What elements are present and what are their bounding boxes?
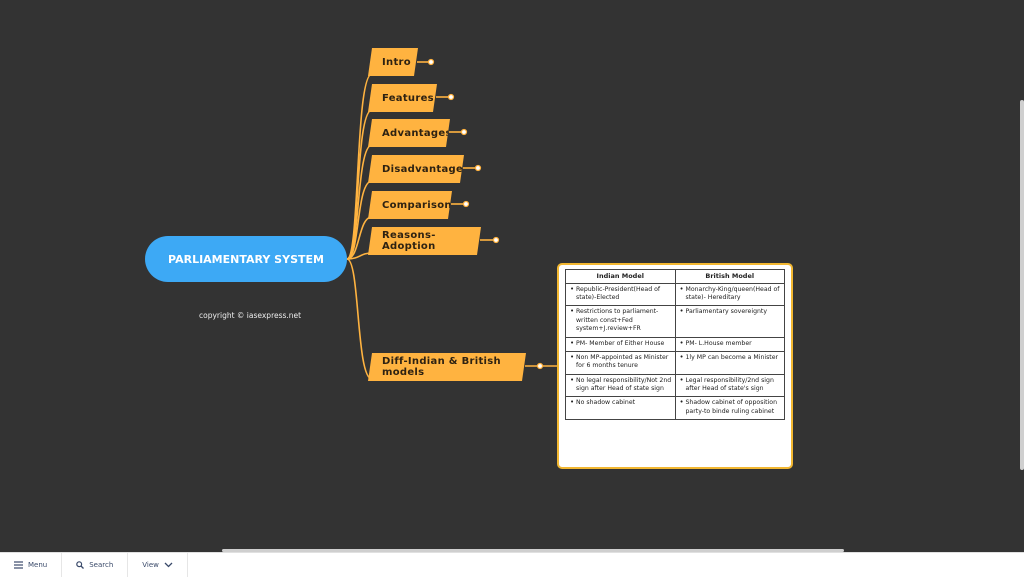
table-cell: Non MP-appointed as Minister for 6 month… bbox=[565, 350, 676, 375]
view-dropdown-label: View bbox=[142, 561, 159, 569]
menu-button[interactable]: Menu bbox=[0, 553, 63, 577]
collapse-dot-features bbox=[447, 93, 455, 101]
mindmap-canvas[interactable]: PARLIAMENTARY SYSTEM copyright © iasexpr… bbox=[0, 0, 1024, 552]
table-cell: Monarchy-King/queen(Head of state)- Here… bbox=[674, 282, 785, 307]
connector-disadvantages bbox=[346, 180, 373, 260]
table-cell: Shadow cabinet of opposition party-to bi… bbox=[674, 396, 785, 421]
branch-label: Features bbox=[382, 92, 434, 104]
table-cell: PM- Member of Either House bbox=[565, 336, 676, 352]
branch-label: Comparison bbox=[382, 199, 452, 211]
root-topic-label: PARLIAMENTARY SYSTEM bbox=[168, 252, 324, 266]
connector-diff bbox=[346, 258, 373, 380]
table-row: No legal responsibility/Not 2nd sign aft… bbox=[565, 373, 785, 398]
branch-disadvantages[interactable]: Disadvantages bbox=[368, 155, 464, 183]
branch-features[interactable]: Features bbox=[368, 84, 437, 112]
table-header-indian: Indian Model bbox=[565, 269, 676, 284]
vertical-scrollbar[interactable] bbox=[1020, 100, 1024, 470]
table-cell: Restrictions to parliament-written const… bbox=[565, 305, 676, 338]
table-cell: Republic-President(Head of state)-Electe… bbox=[565, 282, 676, 307]
table-cell: Parliamentary sovereignty bbox=[674, 305, 785, 338]
bottom-toolbar: Menu Search View bbox=[0, 552, 1024, 577]
horizontal-scrollbar[interactable] bbox=[222, 549, 844, 552]
branch-reasons-adoption[interactable]: Reasons-Adoption bbox=[368, 227, 481, 255]
table-cell: Legal responsibility/2nd sign after Head… bbox=[674, 373, 785, 398]
connector-advantages bbox=[346, 144, 373, 260]
table-row: PM- Member of Either House PM- L.House m… bbox=[565, 336, 785, 352]
branch-diff-indian-british[interactable]: Diff-Indian & British models bbox=[368, 353, 526, 381]
collapse-dot-intro bbox=[427, 58, 435, 66]
collapse-dot-advantages bbox=[460, 128, 468, 136]
branch-advantages[interactable]: Advantages bbox=[368, 119, 450, 147]
search-button[interactable]: Search bbox=[62, 553, 129, 577]
collapse-dot-diff bbox=[536, 362, 544, 370]
branch-label: Reasons-Adoption bbox=[382, 230, 436, 252]
hamburger-menu-icon bbox=[14, 561, 23, 569]
table-row: Republic-President(Head of state)-Electe… bbox=[565, 282, 785, 307]
table-header-row: Indian Model British Model bbox=[565, 269, 785, 284]
table-row: No shadow cabinet Shadow cabinet of oppo… bbox=[565, 396, 785, 421]
branch-intro[interactable]: Intro bbox=[368, 48, 418, 76]
collapse-dot-disadvantages bbox=[474, 164, 482, 172]
collapse-dot-comparison bbox=[462, 200, 470, 208]
table-header-british: British Model bbox=[674, 269, 785, 284]
copyright-text: copyright © iasexpress.net bbox=[199, 311, 302, 320]
branch-label: Intro bbox=[382, 56, 411, 68]
branch-comparison[interactable]: Comparison bbox=[368, 191, 452, 219]
menu-button-label: Menu bbox=[28, 561, 48, 569]
branch-label: Advantages bbox=[382, 127, 452, 139]
table-row: Non MP-appointed as Minister for 6 month… bbox=[565, 350, 785, 375]
search-icon bbox=[76, 561, 85, 569]
branch-label: Diff-Indian & British models bbox=[382, 356, 501, 378]
chevron-down-icon bbox=[164, 562, 173, 568]
table-cell: PM- L.House member bbox=[674, 336, 785, 352]
collapse-dot-reasons bbox=[492, 236, 500, 244]
search-button-label: Search bbox=[89, 561, 114, 569]
table-cell: No shadow cabinet bbox=[565, 396, 676, 421]
root-topic[interactable]: PARLIAMENTARY SYSTEM bbox=[145, 236, 347, 282]
branch-connectors bbox=[346, 58, 557, 380]
table-cell: 1ly MP can become a Minister bbox=[674, 350, 785, 375]
table-row: Restrictions to parliament-written const… bbox=[565, 305, 785, 338]
comparison-table: Indian Model British Model Republic-Pres… bbox=[565, 269, 785, 421]
view-dropdown[interactable]: View bbox=[128, 553, 188, 577]
branch-label: Disadvantages bbox=[382, 163, 470, 175]
comparison-table-card[interactable]: Indian Model British Model Republic-Pres… bbox=[557, 263, 793, 469]
table-cell: No legal responsibility/Not 2nd sign aft… bbox=[565, 373, 676, 398]
